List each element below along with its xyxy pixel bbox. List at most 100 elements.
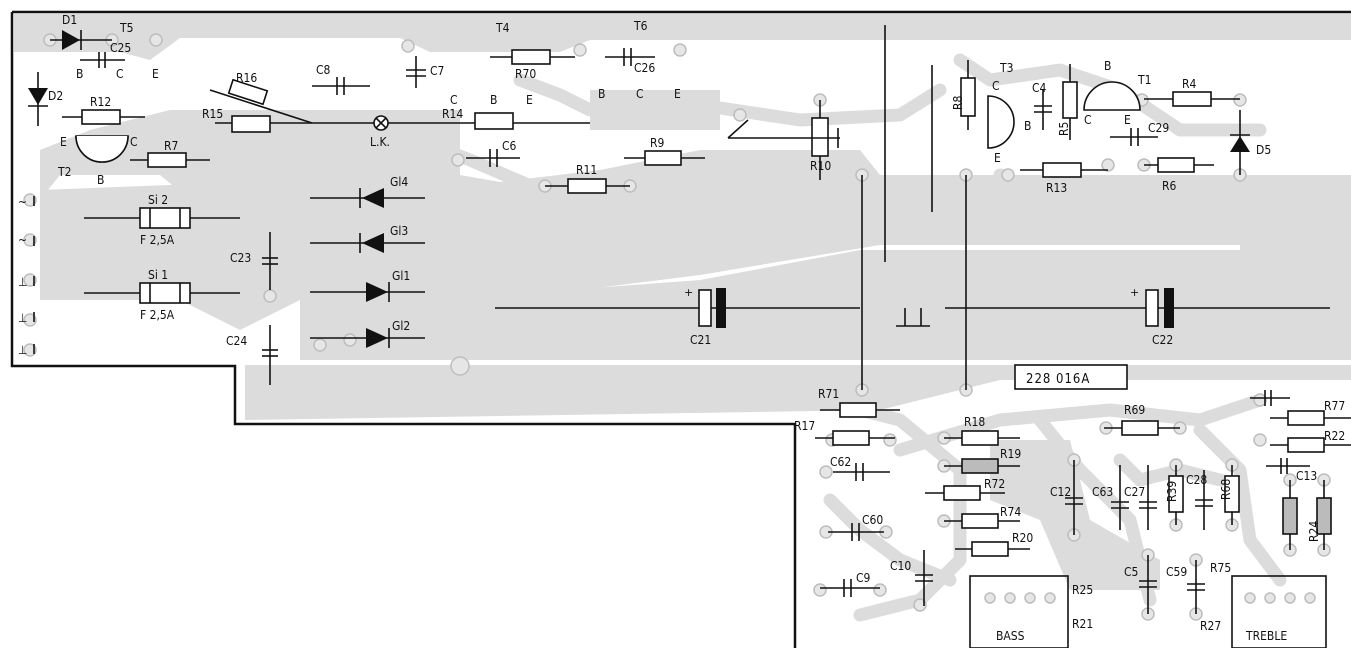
svg-text:E: E: [152, 67, 159, 81]
capacitor-c29: C29: [1110, 121, 1169, 146]
svg-text:R39: R39: [1165, 481, 1179, 502]
svg-text:B: B: [490, 93, 497, 107]
svg-text:C12: C12: [1050, 485, 1071, 499]
board-edge: [10, 10, 1351, 648]
svg-text:R6: R6: [1162, 179, 1177, 193]
lamp-lk: L.K.: [370, 115, 390, 149]
svg-text:C: C: [636, 87, 644, 101]
resistor-r11: R11: [545, 163, 630, 194]
svg-text:R15: R15: [202, 107, 223, 121]
resistor-r67: R68: [1219, 465, 1240, 525]
resistor-r75: R77: [1270, 399, 1351, 426]
svg-text:BASS: BASS: [996, 629, 1025, 643]
svg-text:C: C: [116, 67, 124, 81]
svg-text:C23: C23: [230, 251, 251, 265]
resistor-r68: R71: [818, 387, 900, 418]
resistor-r74-label: R75: [1210, 561, 1231, 575]
resistor-r77: [1282, 480, 1298, 550]
svg-text:Si 2: Si 2: [148, 193, 168, 207]
capacitor-c22: + C22: [945, 286, 1330, 347]
capacitor-c63: [1250, 390, 1290, 406]
svg-text:C63: C63: [1092, 485, 1113, 499]
svg-text:C7: C7: [430, 64, 444, 78]
svg-text:C22: C22: [1152, 333, 1173, 347]
svg-text:E: E: [60, 135, 67, 149]
diode-gl3: Gl3: [310, 224, 425, 253]
transistor-t4-labels: T4 C B E: [450, 21, 533, 107]
capacitor-c25: C25: [80, 41, 131, 68]
diode-d5: D5: [1230, 110, 1271, 175]
transistor-t6-labels: T6 B C E: [598, 19, 681, 101]
svg-text:C9: C9: [856, 571, 871, 585]
bass-pot-footprint: BASS R25 R21: [969, 575, 1093, 648]
svg-text:R74: R74: [1000, 505, 1021, 519]
svg-text:C21: C21: [690, 333, 711, 347]
svg-text:R19: R19: [1000, 447, 1021, 461]
svg-text:R72: R72: [984, 477, 1005, 491]
svg-text:T1: T1: [1137, 73, 1151, 87]
svg-text:+: +: [684, 286, 693, 299]
capacitor-c9: C9: [820, 571, 880, 597]
resistor-r20: R19: [944, 447, 1021, 474]
svg-text:E: E: [674, 87, 681, 101]
svg-text:R9: R9: [650, 136, 665, 150]
svg-text:T3: T3: [999, 61, 1013, 75]
svg-text:R13: R13: [1046, 181, 1067, 195]
svg-text:Si 1: Si 1: [148, 268, 168, 282]
diode-gl1: Gl1: [310, 269, 425, 302]
resistor-r27: R24: [1307, 480, 1332, 550]
capacitor-c7: C8: [312, 63, 370, 95]
resistor-r13: R13: [1020, 162, 1108, 195]
svg-text:C: C: [1084, 113, 1092, 127]
svg-text:C29: C29: [1148, 121, 1169, 135]
capacitor-c12: C12: [1050, 460, 1083, 535]
svg-text:T5: T5: [119, 21, 133, 35]
resistor-r71: R74: [944, 505, 1021, 529]
svg-text:R8: R8: [951, 96, 965, 111]
svg-text:T6: T6: [633, 19, 648, 33]
fuse-si2: Si 2 F 2,5A: [84, 193, 240, 247]
svg-text:E: E: [994, 151, 1001, 165]
resistor-r7: R7: [130, 139, 210, 168]
svg-text:⊥: ⊥: [18, 343, 27, 357]
diode-d1: D1: [50, 13, 112, 50]
diode-gl2: Gl2: [310, 319, 425, 348]
capacitor-c23: C23: [230, 232, 278, 290]
capacitor-c4: C4: [1032, 81, 1052, 130]
svg-text:C24: C24: [226, 334, 247, 348]
resistor-r4: R4: [1144, 77, 1240, 107]
transistor-t2: E C B T2: [57, 135, 138, 187]
svg-text:C4: C4: [1032, 81, 1047, 95]
svg-text:+: +: [1130, 286, 1139, 299]
resistor-r15: R15: [202, 107, 271, 133]
resistor-r69: R69: [1104, 403, 1180, 436]
svg-text:C6: C6: [502, 139, 517, 153]
capacitor-c28: C28: [1186, 470, 1213, 530]
svg-text:F 2,5A: F 2,5A: [140, 308, 175, 322]
svg-text:C28: C28: [1186, 473, 1207, 487]
svg-text:⊥: ⊥: [18, 275, 27, 289]
capacitor-c6: C6: [466, 139, 520, 167]
svg-text:B: B: [76, 67, 83, 81]
trimmer-r10: R10: [727, 100, 840, 180]
capacitor-c27: C27: [1124, 465, 1157, 530]
capacitor-c59: C60: [828, 513, 884, 541]
svg-text:C26: C26: [634, 61, 655, 75]
svg-text:D5: D5: [1256, 143, 1271, 157]
svg-text:R77: R77: [1324, 399, 1345, 413]
svg-text:R69: R69: [1124, 403, 1145, 417]
svg-text:R75: R75: [1210, 561, 1231, 575]
resistor-r12: R12: [62, 95, 145, 125]
resistor-r17: R39: [1165, 465, 1184, 525]
svg-text:R16: R16: [236, 71, 257, 85]
svg-text:C60: C60: [862, 513, 883, 527]
ground-mark: [896, 308, 930, 327]
svg-text:R70: R70: [515, 67, 536, 81]
svg-text:Gl4: Gl4: [390, 175, 408, 189]
svg-text:R24: R24: [1307, 521, 1321, 542]
diode-gl4: Gl4: [310, 175, 425, 208]
svg-text:B: B: [97, 173, 104, 187]
svg-text:Gl1: Gl1: [392, 269, 410, 283]
svg-text:C59: C59: [1166, 565, 1187, 579]
